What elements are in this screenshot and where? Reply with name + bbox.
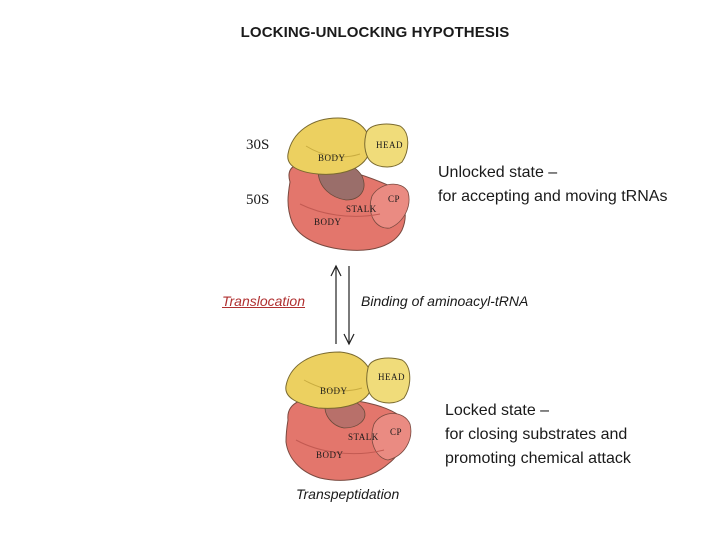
label-50s: 50S xyxy=(246,192,269,209)
label-head: HEAD xyxy=(376,140,403,150)
stalk-region-locked xyxy=(325,399,365,428)
locked-state-line3: promoting chemical attack xyxy=(445,447,631,471)
30s-body-shape-locked xyxy=(286,352,372,408)
page-title: LOCKING-UNLOCKING HYPOTHESIS xyxy=(0,24,720,41)
locked-state-text: Locked state – for closing substrates an… xyxy=(445,399,631,471)
unlocked-state-text: Unlocked state – for accepting and movin… xyxy=(438,161,667,209)
unlocked-state-line2: for accepting and moving tRNAs xyxy=(438,185,667,209)
label-cp: CP xyxy=(388,194,400,204)
binding-label: Binding of aminoacyl-tRNA xyxy=(361,293,528,309)
locked-state-line1: Locked state – xyxy=(445,399,631,423)
label-body-50s: BODY xyxy=(314,217,342,227)
stalk-region xyxy=(318,163,364,200)
locked-state-line2: for closing substrates and xyxy=(445,423,631,447)
30s-body-shape xyxy=(288,118,370,174)
label-body-50s-locked: BODY xyxy=(316,450,344,460)
label-30s: 30S xyxy=(246,137,269,154)
label-cp-locked: CP xyxy=(390,427,402,437)
label-head-locked: HEAD xyxy=(378,372,405,382)
transpeptidation-label: Transpeptidation xyxy=(296,486,399,502)
50s-body-shape-locked xyxy=(286,398,405,481)
label-stalk-locked: STALK xyxy=(348,432,379,442)
up-arrow xyxy=(331,266,341,344)
label-body-30s-locked: BODY xyxy=(320,386,348,396)
label-stalk: STALK xyxy=(346,204,377,214)
label-body-30s: BODY xyxy=(318,153,346,163)
unlocked-state-line1: Unlocked state – xyxy=(438,161,667,185)
down-arrow xyxy=(344,266,354,344)
translocation-label: Translocation xyxy=(222,293,305,309)
